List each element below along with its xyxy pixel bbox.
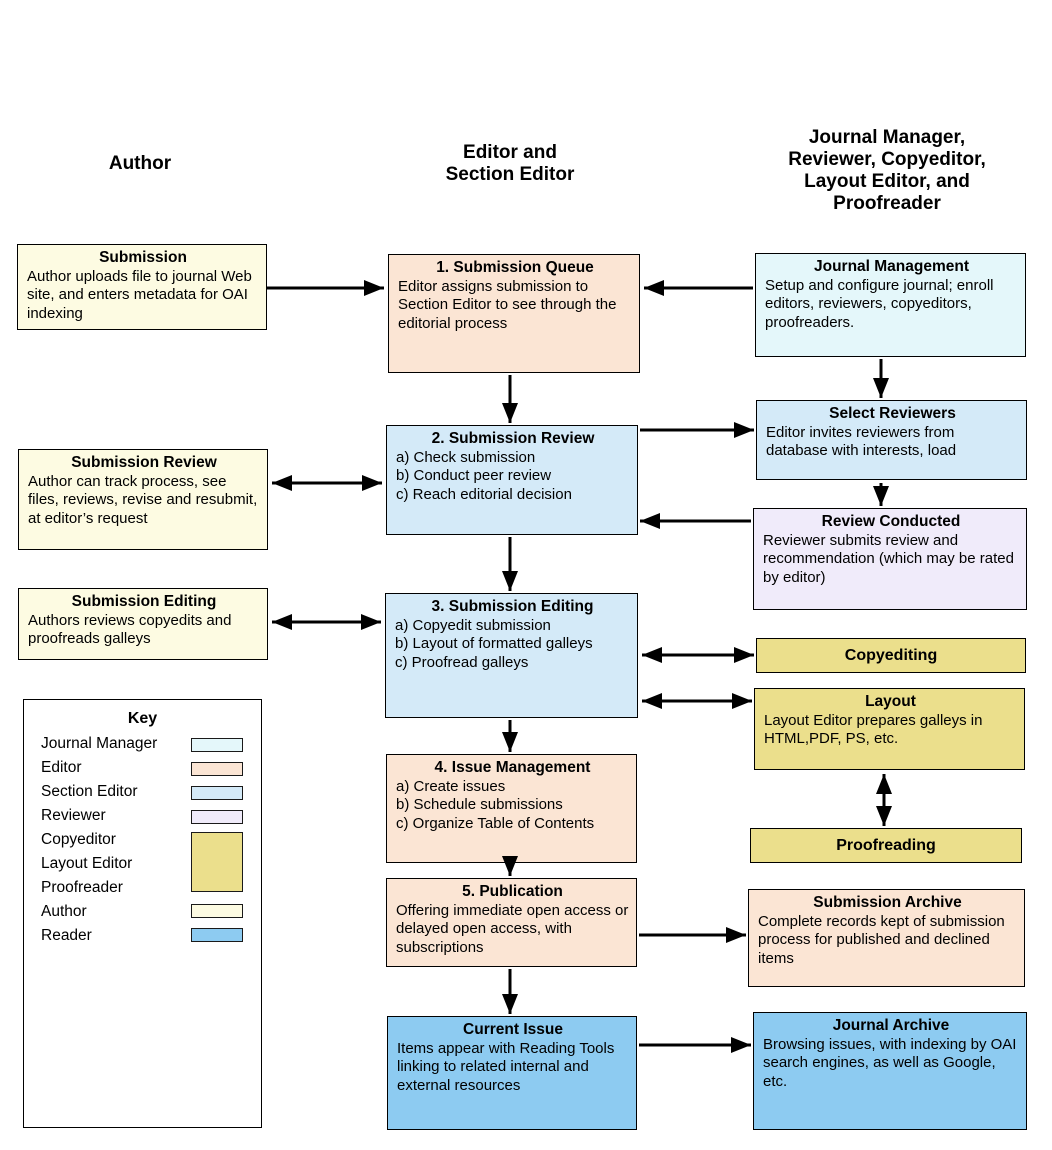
legend-label-layout-editor: Layout Editor — [41, 855, 133, 872]
node-title: Journal Archive — [832, 1017, 950, 1034]
node-title: Layout — [865, 693, 916, 710]
node-title: 5. Publication — [462, 883, 563, 900]
node-body: a) Check submission b) Conduct peer revi… — [396, 448, 572, 503]
legend-key: Key Journal Manager Editor Section Edito… — [23, 699, 262, 1128]
legend-label-reviewer: Reviewer — [41, 807, 106, 824]
legend-label-copyeditor: Copyeditor — [41, 831, 116, 848]
node-proofreading: Proofreading — [750, 828, 1022, 863]
legend-swatch-copy-layout-proof — [191, 832, 243, 892]
node-title: 4. Issue Management — [434, 759, 591, 776]
legend-swatch-author — [191, 904, 243, 918]
legend-label-author: Author — [41, 903, 87, 920]
node-body: a) Create issues b) Schedule submissions… — [396, 777, 595, 832]
node-body: Editor invites reviewers from database w… — [766, 423, 957, 460]
node-select-reviewers: Select Reviewers Editor invites reviewer… — [756, 400, 1027, 480]
node-title: Submission Archive — [813, 894, 962, 911]
node-title: Current Issue — [463, 1021, 563, 1038]
node-submission-review: Submission Review Author can track proce… — [18, 449, 268, 550]
legend-swatch-reader — [191, 928, 243, 942]
node-body: Items appear with Reading Tools linking … — [397, 1039, 615, 1094]
legend-label-section-editor: Section Editor — [41, 783, 138, 800]
node-body: Reviewer submits review and recommendati… — [763, 531, 1014, 586]
legend-swatch-reviewer — [191, 810, 243, 824]
legend-label-proofreader: Proofreader — [41, 879, 123, 896]
node-review-step: 2. Submission Review a) Check submission… — [386, 425, 638, 535]
legend-swatch-journal-manager — [191, 738, 243, 752]
node-body: Authors reviews copyedits and proofreads… — [28, 611, 232, 648]
node-current-issue: Current Issue Items appear with Reading … — [387, 1016, 637, 1130]
node-publication: 5. Publication Offering immediate open a… — [386, 878, 637, 967]
node-title: 2. Submission Review — [431, 430, 595, 447]
node-title: Review Conducted — [821, 513, 961, 530]
column-header-author: Author — [108, 153, 172, 174]
node-journal-archive: Journal Archive Browsing issues, with in… — [753, 1012, 1027, 1130]
column-header-editor: Editor and Section Editor — [445, 142, 575, 186]
node-body: Browsing issues, with indexing by OAI se… — [763, 1035, 1017, 1090]
node-body: a) Copyedit submission b) Layout of form… — [395, 616, 593, 671]
node-body: Author uploads file to journal Web site,… — [27, 267, 252, 322]
node-issue-management: 4. Issue Management a) Create issues b) … — [386, 754, 637, 863]
legend-swatch-section-editor — [191, 786, 243, 800]
node-journal-management: Journal Management Setup and configure j… — [755, 253, 1026, 357]
node-submission-queue: 1. Submission Queue Editor assigns submi… — [388, 254, 640, 373]
node-body: Complete records kept of submission proc… — [758, 912, 1005, 967]
node-submission-archive: Submission Archive Complete records kept… — [748, 889, 1025, 987]
node-review-conducted: Review Conducted Reviewer submits review… — [753, 508, 1027, 610]
node-submission-editing: Submission Editing Authors reviews copye… — [18, 588, 268, 660]
node-layout: Layout Layout Editor prepares galleys in… — [754, 688, 1025, 770]
node-title: Copyediting — [844, 646, 938, 664]
legend-swatch-editor — [191, 762, 243, 776]
node-title: 3. Submission Editing — [431, 598, 594, 615]
node-title: Select Reviewers — [829, 405, 956, 422]
legend-label-reader: Reader — [41, 927, 92, 944]
node-editing-step: 3. Submission Editing a) Copyedit submis… — [385, 593, 638, 718]
node-title: Submission Editing — [71, 593, 217, 610]
node-title: 1. Submission Queue — [436, 259, 594, 276]
node-body: Author can track process, see files, rev… — [28, 472, 258, 527]
node-body: Editor assigns submission to Section Edi… — [398, 277, 617, 332]
node-title: Journal Management — [813, 258, 970, 275]
node-title: Submission Review — [71, 454, 217, 471]
legend-label-editor: Editor — [41, 759, 82, 776]
column-header-manager: Journal Manager, Reviewer, Copyeditor, L… — [788, 127, 986, 215]
node-title: Proofreading — [836, 836, 936, 854]
node-body: Layout Editor prepares galleys in HTML,P… — [764, 711, 983, 748]
node-title: Submission — [99, 249, 187, 266]
node-copyediting: Copyediting — [756, 638, 1026, 673]
node-submission: Submission Author uploads file to journa… — [17, 244, 267, 330]
node-body: Offering immediate open access or delaye… — [396, 901, 629, 956]
legend-label-journal-manager: Journal Manager — [41, 735, 158, 752]
node-body: Setup and configure journal; enroll edit… — [765, 276, 994, 331]
legend-title: Key — [127, 710, 158, 727]
